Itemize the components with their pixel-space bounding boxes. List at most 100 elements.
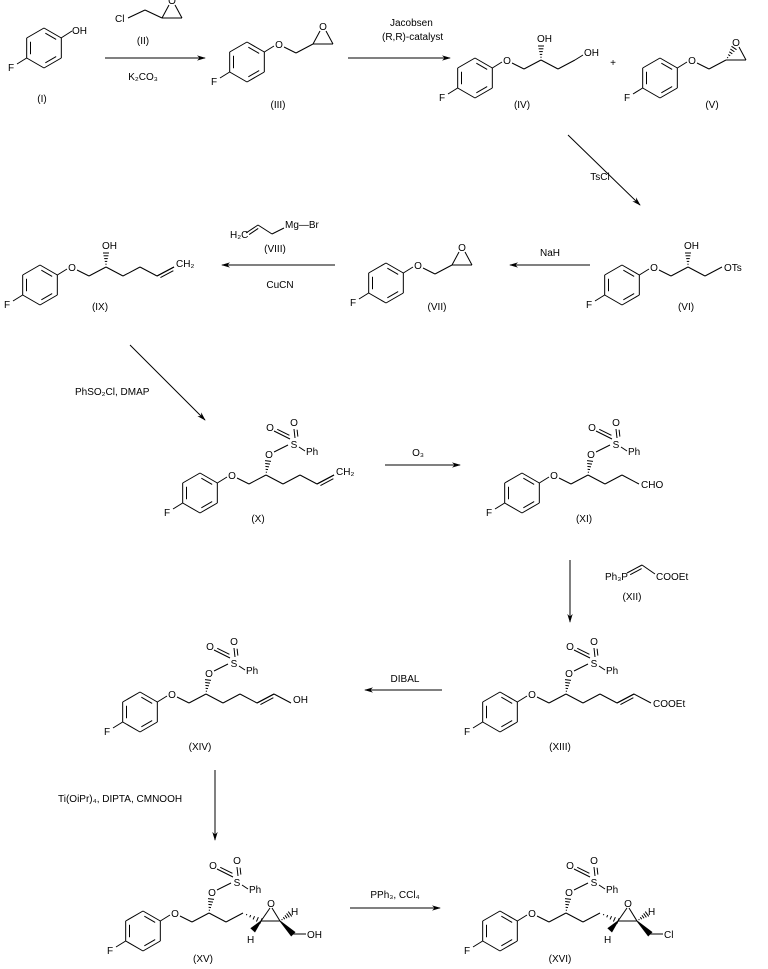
bond bbox=[548, 693, 567, 704]
ring-bond bbox=[457, 57, 476, 69]
bond bbox=[628, 907, 638, 922]
bond bbox=[157, 695, 168, 703]
bond bbox=[271, 227, 285, 235]
ring-double-bond bbox=[661, 62, 673, 70]
bond bbox=[57, 268, 68, 276]
bond bbox=[632, 87, 643, 95]
compound-label: (XV) bbox=[193, 954, 213, 965]
ring-bond bbox=[474, 57, 493, 69]
fluorine-atom: F bbox=[586, 300, 592, 311]
bond bbox=[565, 693, 584, 704]
ring-bond bbox=[499, 691, 518, 703]
double-bond bbox=[577, 647, 590, 655]
hashed-bond bbox=[564, 679, 572, 681]
step-5: CuCN bbox=[221, 262, 335, 291]
ring-double-bond bbox=[201, 501, 213, 509]
bond bbox=[687, 266, 706, 277]
bond bbox=[540, 59, 559, 70]
epoxide-oxygen: O bbox=[319, 22, 327, 33]
ether-oxygen: O bbox=[168, 690, 176, 701]
bond bbox=[403, 266, 414, 274]
hashed-bond bbox=[609, 915, 612, 920]
plus-sign: + bbox=[610, 58, 616, 69]
double-bond bbox=[320, 478, 334, 487]
bond bbox=[536, 915, 550, 923]
bond bbox=[677, 61, 688, 69]
double-bond bbox=[595, 430, 613, 440]
bond bbox=[523, 59, 542, 70]
ring-double-bond bbox=[501, 720, 513, 728]
ester-label: COOEt bbox=[656, 572, 688, 583]
sulfonyl-oxygen: O bbox=[588, 423, 596, 434]
hashed-bond bbox=[265, 462, 271, 465]
double-bond bbox=[245, 224, 259, 234]
double-bond bbox=[160, 270, 174, 279]
wedge-bond bbox=[607, 920, 619, 933]
step-10: Ti(OiPr)₄, DIPTA, CMNOOH bbox=[58, 770, 218, 841]
bond bbox=[76, 269, 90, 277]
hydroxyl-label: OH bbox=[293, 695, 308, 706]
bond bbox=[208, 912, 227, 923]
bond bbox=[312, 30, 321, 45]
sulfonyl-oxygen: O bbox=[566, 861, 574, 872]
ring-double-bond bbox=[45, 32, 57, 40]
compound-label: (XII) bbox=[623, 592, 642, 603]
hashed-bond bbox=[286, 913, 290, 918]
double-bond bbox=[629, 568, 642, 576]
bond bbox=[122, 266, 141, 277]
aldehyde-label: CHO bbox=[641, 480, 663, 491]
step-7: O₃ bbox=[385, 448, 461, 468]
bond bbox=[599, 693, 618, 704]
ring-bond bbox=[621, 294, 640, 306]
compound-label: (VIII) bbox=[264, 244, 286, 255]
ring-bond bbox=[499, 721, 518, 733]
ring-bond bbox=[474, 87, 493, 99]
ring-bond bbox=[229, 71, 248, 83]
bond bbox=[451, 251, 460, 266]
double-bond bbox=[248, 228, 259, 235]
hashed-bond bbox=[565, 903, 570, 906]
reagent-II: ClO(II) bbox=[115, 0, 183, 47]
bond bbox=[633, 693, 652, 704]
sulfonyl-oxygen: O bbox=[290, 418, 298, 429]
tosylate-label: OTs bbox=[724, 263, 742, 274]
ring-double-bond bbox=[501, 915, 513, 923]
bond bbox=[225, 912, 244, 923]
hydrogen-label: H bbox=[648, 907, 655, 918]
compound-label: (XVI) bbox=[549, 954, 572, 965]
ring-bond bbox=[457, 87, 476, 99]
bond bbox=[127, 9, 146, 19]
ring-bond bbox=[482, 910, 501, 922]
sulfur-atom: S bbox=[231, 659, 238, 670]
bond bbox=[617, 907, 628, 922]
double-bond bbox=[293, 428, 296, 439]
ether-oxygen: O bbox=[275, 40, 283, 51]
bond bbox=[139, 266, 158, 277]
ring-double-bond bbox=[501, 696, 513, 704]
sulfonyl-oxygen: O bbox=[590, 637, 598, 648]
ring-bond bbox=[182, 472, 201, 484]
double-bond bbox=[599, 428, 612, 436]
ether-oxygen: O bbox=[414, 261, 422, 272]
double-bond bbox=[573, 649, 591, 659]
sulfonyl-oxygen: O bbox=[230, 637, 238, 648]
fluorine-atom: F bbox=[486, 508, 492, 519]
hashed-bond bbox=[565, 681, 571, 684]
sulfonyl-oxygen: O bbox=[209, 861, 217, 872]
compound-label: (III) bbox=[271, 100, 286, 111]
ylide-phosphorus-label: Ph₃P bbox=[605, 572, 628, 583]
bond bbox=[565, 912, 584, 923]
compound-V: FOO(V) bbox=[624, 38, 747, 111]
bond bbox=[174, 4, 183, 19]
compound-label: (IX) bbox=[92, 302, 108, 313]
ring-bond bbox=[43, 57, 62, 69]
sulfonate-oxygen: O bbox=[265, 450, 273, 461]
hashed-bond bbox=[204, 679, 212, 681]
compound-label: (VI) bbox=[678, 302, 694, 313]
sulfonyl-oxygen: O bbox=[612, 418, 620, 429]
hashed-bond bbox=[727, 54, 731, 57]
